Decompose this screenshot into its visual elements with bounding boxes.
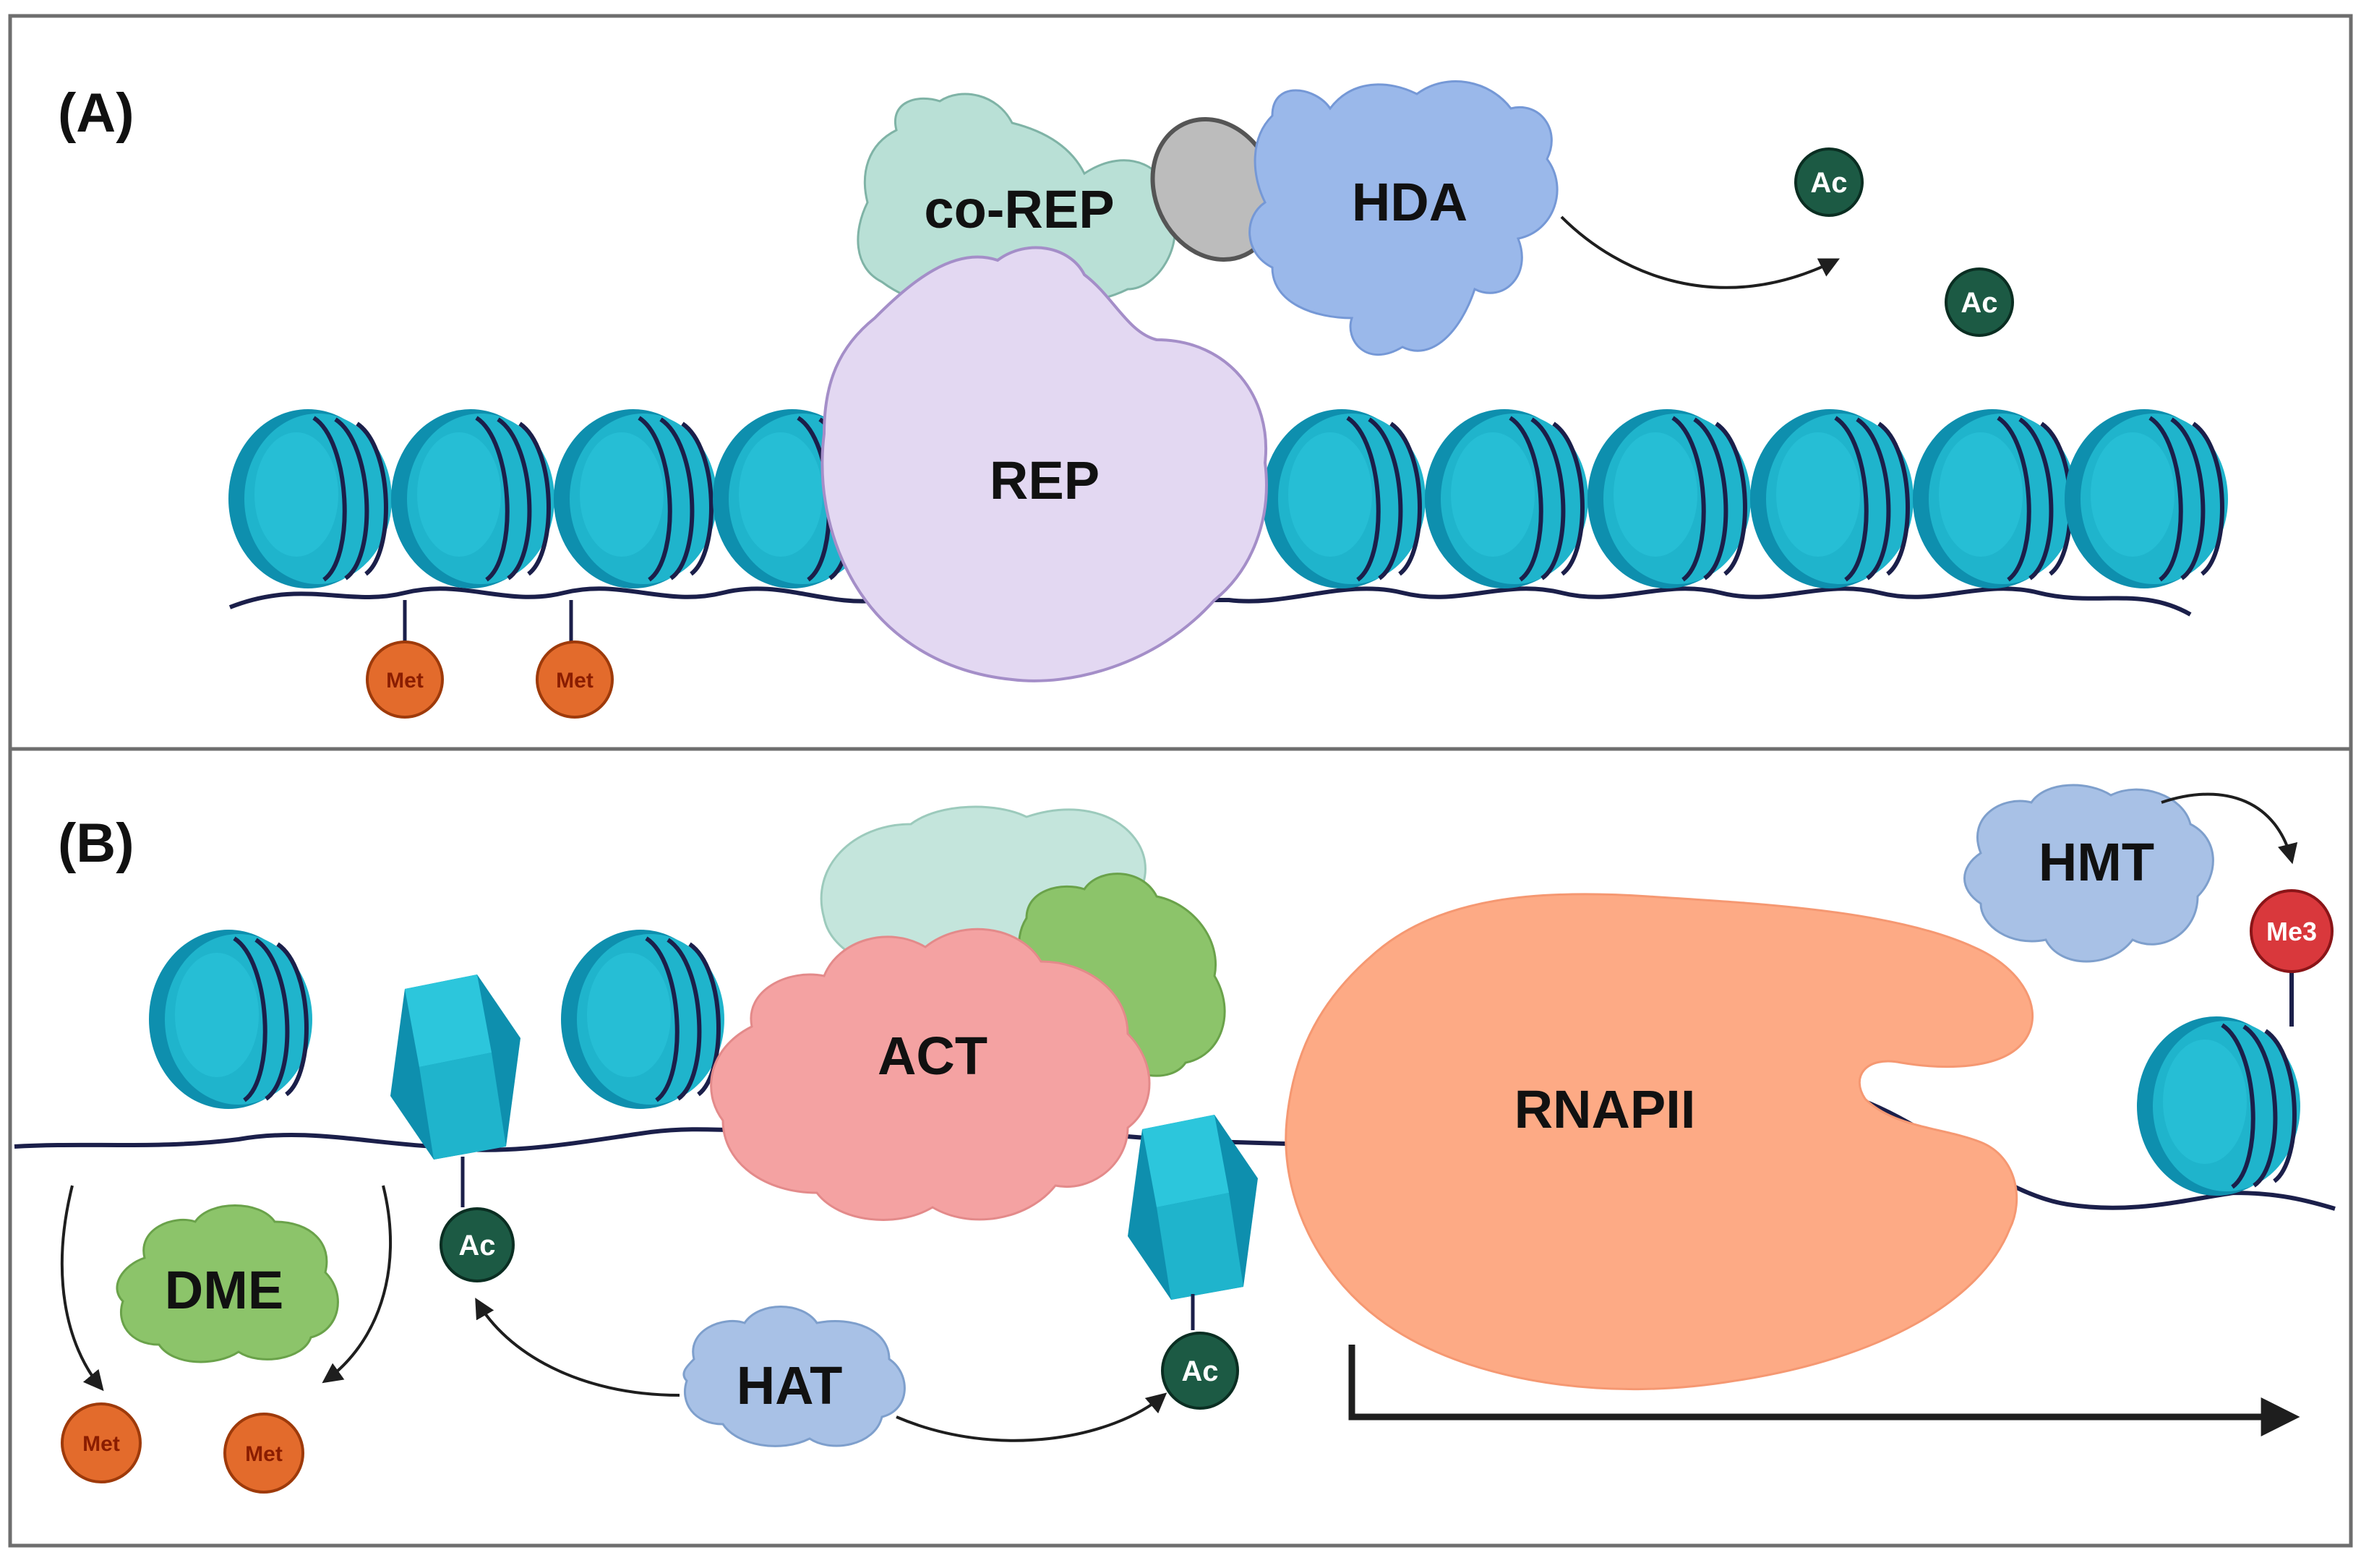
met-mark: Met: [366, 641, 444, 719]
me3-mark: Me3: [2250, 889, 2334, 973]
dna-strand-a: [228, 586, 2192, 617]
rnapii-label: RNAPII: [1514, 1079, 1696, 1139]
deacetylation-arrow: [1560, 215, 1841, 289]
methylation-arrow: [2161, 792, 2298, 865]
hmt-label: HMT: [2039, 832, 2154, 892]
act-protein: [710, 927, 1151, 1221]
svg-text:Met: Met: [245, 1442, 283, 1466]
ac-mark: Ac: [1161, 1332, 1239, 1410]
demethylation-arrow-left: [60, 1185, 104, 1392]
svg-text:Met: Met: [82, 1432, 120, 1456]
panel-b: (B) ACT RNAPII HMT Me3: [8, 747, 2353, 1548]
panel-a: (A) co-REP HDA REP Ac: [8, 14, 2353, 751]
svg-text:Me3: Me3: [2266, 917, 2317, 946]
hda-protein: [1248, 80, 1559, 356]
svg-text:Ac: Ac: [1810, 167, 1847, 199]
nucleosome: [554, 409, 717, 588]
svg-text:Ac: Ac: [458, 1230, 495, 1261]
demethylation-arrow-right: [322, 1185, 393, 1384]
acetylation-arrow-right: [896, 1392, 1167, 1442]
met-mark: Met: [223, 1413, 304, 1494]
act-label: ACT: [878, 1026, 987, 1086]
met-mark: Met: [536, 641, 614, 719]
met-mark: Met: [61, 1402, 142, 1483]
nucleosome: [1587, 409, 1751, 588]
hda-label: HDA: [1352, 172, 1467, 232]
nucleosome: [1425, 409, 1588, 588]
nucleosome: [2065, 409, 2228, 588]
ac-mark: Ac: [1945, 267, 2014, 337]
svg-text:Ac: Ac: [1181, 1355, 1218, 1387]
nucleosome: [149, 930, 312, 1109]
acetylation-arrow-left: [475, 1298, 680, 1397]
nucleosome: [561, 930, 724, 1109]
hat-protein: [682, 1306, 906, 1447]
co-rep-protein: [857, 93, 1176, 311]
nucleosome: [228, 409, 392, 588]
dme-protein: [116, 1204, 339, 1363]
hat-label: HAT: [737, 1355, 843, 1415]
rnapii-protein: [1285, 893, 2034, 1391]
nucleosome: [1750, 409, 1914, 588]
panel-a-label: (A): [58, 82, 134, 144]
nucleosome: [2137, 1016, 2300, 1196]
panel-b-label: (B): [58, 813, 134, 874]
nucleosome: [1913, 409, 2076, 588]
rep-label: REP: [990, 450, 1100, 510]
ac-mark: Ac: [440, 1207, 515, 1282]
svg-text:Met: Met: [386, 669, 424, 693]
dme-label: DME: [165, 1260, 283, 1320]
co-rep-label: co-REP: [924, 179, 1114, 239]
nucleosome: [391, 409, 554, 588]
ac-mark: Ac: [1794, 147, 1864, 217]
hmt-protein: [1963, 784, 2214, 963]
svg-text:Met: Met: [556, 669, 594, 693]
nucleosome: [1262, 409, 1426, 588]
svg-text:Ac: Ac: [1961, 287, 1997, 319]
rep-protein: [820, 246, 1268, 682]
transcription-start-arrow: [1348, 1345, 2300, 1436]
